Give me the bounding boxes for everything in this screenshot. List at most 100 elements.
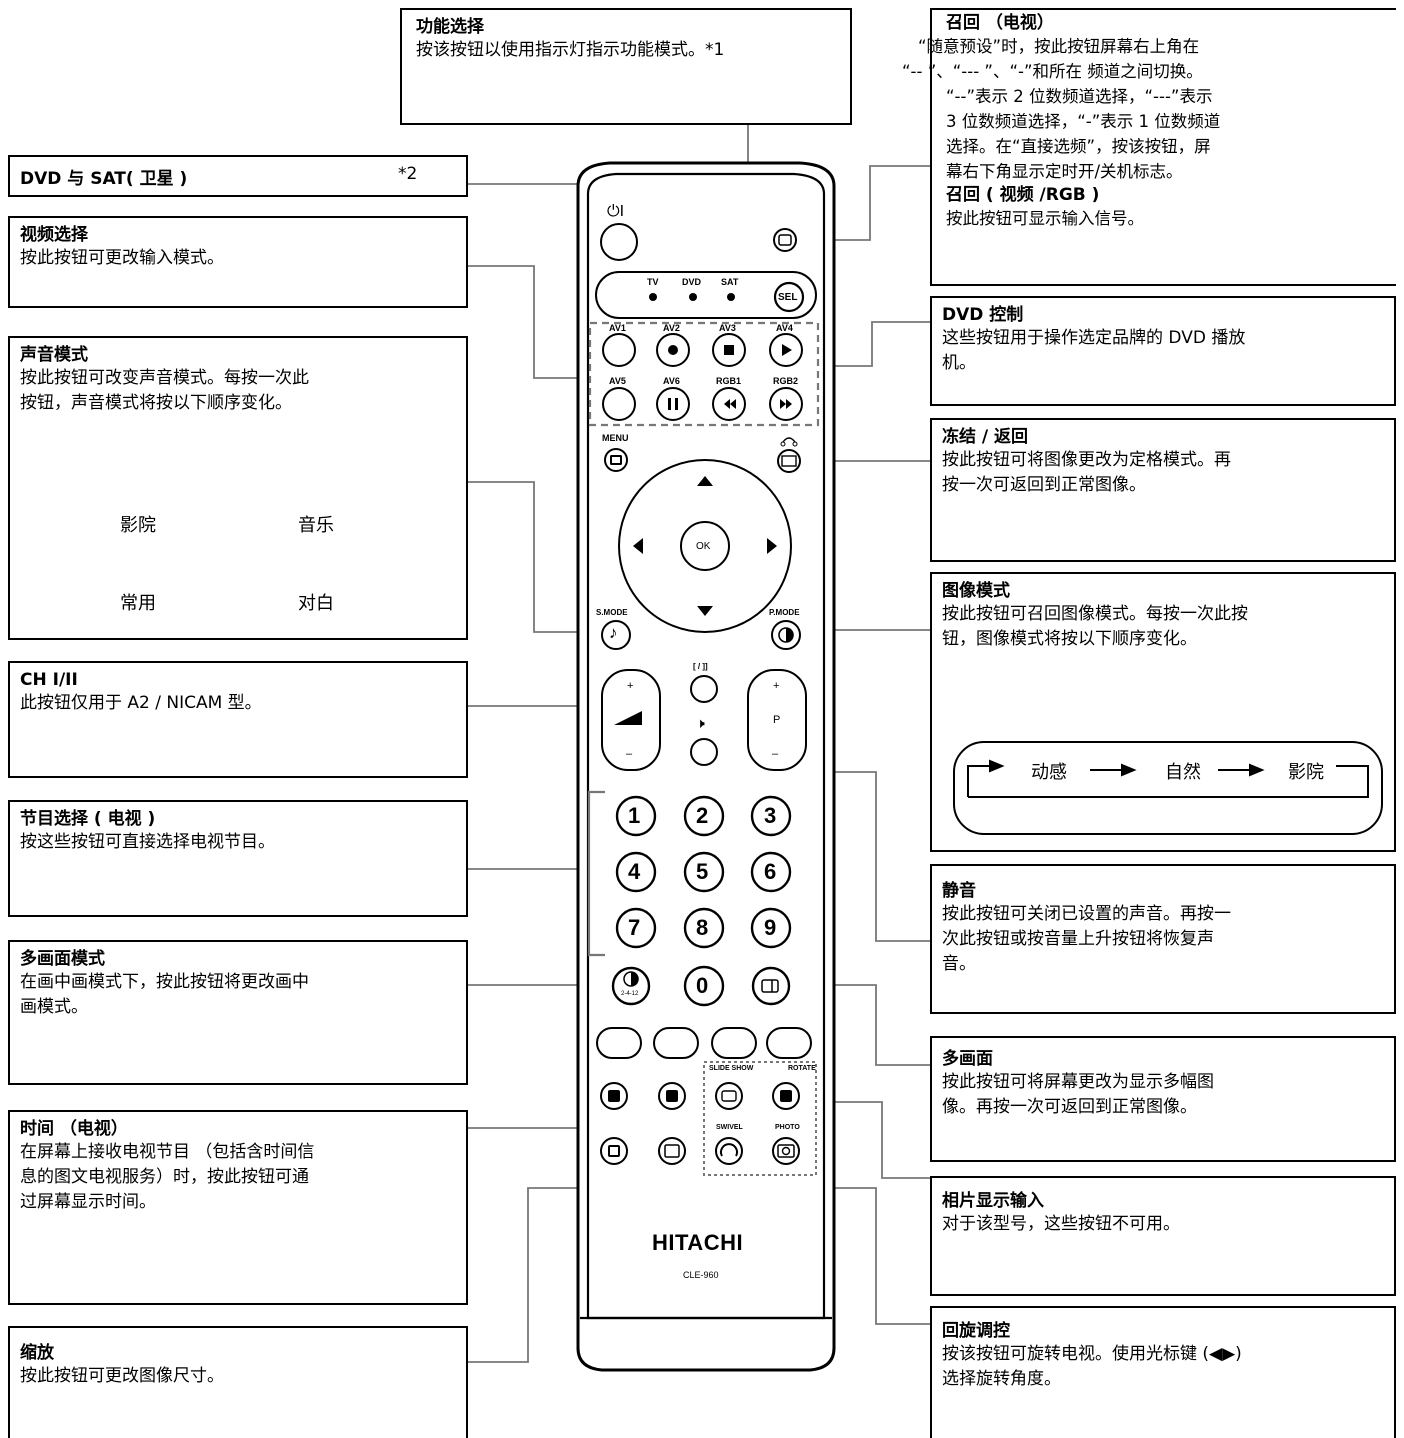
- mute-desc-1: 按此按钮可关闭已设置的声音。再按一: [942, 904, 1231, 924]
- photo-area: [703, 1061, 817, 1176]
- red-button: [596, 1027, 642, 1059]
- ch-desc: 此按钮仅用于 A2 / NICAM 型。: [20, 693, 262, 713]
- mute-title: 静音: [942, 881, 976, 901]
- volume-plus[interactable]: +: [627, 680, 634, 692]
- recall-line-6: 幕右下角显示定时开/关机标志。: [946, 162, 1183, 181]
- split-label: 2-4-12: [621, 991, 639, 997]
- video-desc: 按此按钮可更改输入模式。: [20, 248, 224, 268]
- time-desc-2: 息的图文电视服务）时，按此按钮可通: [20, 1167, 309, 1187]
- box-dvd-sat: DVD 与 SAT( 卫星 ) *2: [8, 155, 468, 197]
- brand-logo: HITACHI: [652, 1230, 744, 1255]
- time-desc-1: 在屏幕上接收电视节目 （包括含时间信: [20, 1142, 315, 1162]
- dvdctl-desc-2: 机。: [942, 353, 976, 373]
- sound-seq-music: 音乐: [298, 515, 334, 536]
- right-arrow-icon: [767, 538, 777, 554]
- av4-label: AV4: [776, 323, 793, 333]
- picture-title: 图像模式: [942, 581, 1010, 601]
- digit-7-button: [615, 907, 657, 949]
- swivel-title: 回旋调控: [942, 1321, 1010, 1341]
- box-ch: CH I/II 此按钮仅用于 A2 / NICAM 型。: [8, 661, 468, 778]
- sound-title: 声音模式: [20, 345, 88, 365]
- yellow-button: [711, 1027, 757, 1059]
- led-dvd-label: DVD: [682, 277, 702, 287]
- av3-label: AV3: [719, 323, 736, 333]
- pmode-label: P.MODE: [769, 608, 800, 617]
- prog-desc: 按这些按钮可直接选择电视节目。: [20, 832, 275, 852]
- model-label: CLE-960: [683, 1270, 719, 1280]
- freeze-desc-1: 按此按钮可将图像更改为定格模式。再: [942, 450, 1231, 470]
- photo-desc: 对于该型号，这些按钮不可用。: [942, 1214, 1180, 1234]
- smode-label: S.MODE: [596, 608, 628, 617]
- rotate-label: ROTATE: [788, 1065, 816, 1072]
- swivel-label: SWIVEL: [716, 1124, 743, 1131]
- prog-title: 节目选择 ( 电视 ): [20, 809, 156, 829]
- sel-label[interactable]: SEL: [778, 292, 798, 303]
- recall-title-2: 召回 ( 视频 /RGB ): [946, 185, 1100, 205]
- menu-label: MENU: [602, 433, 629, 443]
- digit-9-button: [750, 907, 792, 949]
- zoom-button: [658, 1137, 686, 1165]
- led-sat: [727, 293, 735, 301]
- digit-3-label: 3: [764, 803, 777, 828]
- av2-label: AV2: [663, 323, 680, 333]
- digit-0-label: 0: [696, 973, 709, 998]
- box-multi-picture: 多画面 按此按钮可将屏幕更改为显示多幅图 像。再按一次可返回到正常图像。: [930, 1036, 1396, 1162]
- volume-icon: [614, 711, 642, 725]
- box-zoom: 缩放 按此按钮可更改图像尺寸。: [8, 1326, 468, 1438]
- led-tv-label: TV: [647, 277, 659, 287]
- photo-button: [772, 1137, 800, 1165]
- box-video-select: 视频选择 按此按钮可更改输入模式。: [8, 216, 468, 308]
- swivel-button: [715, 1137, 743, 1165]
- recall-line-1: “随意预设”时，按此按钮屏幕右上角在: [918, 37, 1200, 56]
- blue-button: [766, 1027, 812, 1059]
- led-sat-label: SAT: [721, 277, 739, 287]
- box-dvd-control: DVD 控制 这些按钮用于操作选定品牌的 DVD 播放 机。: [930, 296, 1396, 406]
- multi-title: 多画面: [942, 1049, 993, 1069]
- mute-desc-3: 音。: [942, 954, 976, 974]
- digit-6-label: 6: [764, 859, 777, 884]
- line-video: [468, 265, 592, 379]
- picture-seq-natural: 自然: [1165, 762, 1201, 783]
- video-title: 视频选择: [20, 225, 88, 245]
- digit-6-button: [750, 851, 792, 893]
- remote-body: [576, 161, 836, 1372]
- remote-control: [576, 161, 836, 1372]
- picture-seq-cinema: 影院: [1288, 762, 1324, 783]
- mute-desc-2: 次此按钮或按音量上升按钮将恢复声: [942, 929, 1214, 949]
- time-title: 时间 （电视）: [20, 1119, 128, 1139]
- digit-8-button: [683, 907, 725, 949]
- program-minus[interactable]: –: [772, 748, 779, 760]
- av6-label: AV6: [663, 376, 680, 386]
- av5-label: AV5: [609, 376, 626, 386]
- av6-button: [656, 387, 690, 421]
- box-time: 时间 （电视） 在屏幕上接收电视节目 （包括含时间信 息的图文电视服务）时，按此…: [8, 1110, 468, 1305]
- recall-line-4: 3 位数频道选择，“-”表示 1 位数频道: [946, 112, 1221, 131]
- multi-desc-1: 按此按钮可将屏幕更改为显示多幅图: [942, 1072, 1214, 1092]
- digit-4-button: [615, 851, 657, 893]
- freeze-title: 冻结 / 返回: [942, 427, 1029, 447]
- picture-desc-1: 按此按钮可召回图像模式。每按一次此按: [942, 604, 1248, 624]
- box-function-select: 功能选择 按该按钮以使用指示灯指示功能模式。*1: [400, 8, 852, 125]
- digit-5-button: [683, 851, 725, 893]
- green-button: [653, 1027, 699, 1059]
- line-photo: [816, 1101, 930, 1179]
- digit-4-label: 4: [628, 859, 641, 884]
- zoom-desc: 按此按钮可更改图像尺寸。: [20, 1366, 224, 1386]
- av5-button: [602, 387, 636, 421]
- digit-0-button: [683, 965, 725, 1007]
- picture-sequence-frame: [953, 741, 1383, 835]
- box-program-select: 节目选择 ( 电视 ) 按这些按钮可直接选择电视节目。: [8, 800, 468, 917]
- recall-line-3: “--”表示 2 位数频道选择，“---”表示: [946, 87, 1213, 106]
- volume-minus[interactable]: –: [626, 748, 633, 760]
- led-tv: [649, 293, 657, 301]
- program-plus[interactable]: +: [773, 680, 780, 692]
- power-button: [600, 223, 638, 261]
- ch-button: [690, 675, 718, 703]
- mute-icon: 🕨: [696, 715, 705, 731]
- photo-label: PHOTO: [775, 1124, 800, 1131]
- music-note-icon: ♪: [609, 623, 618, 642]
- program-p-label: P: [773, 714, 781, 726]
- photo-title: 相片显示输入: [942, 1191, 1044, 1211]
- box-mute: 静音 按此按钮可关闭已设置的声音。再按一 次此按钮或按音量上升按钮将恢复声 音。: [930, 864, 1396, 1014]
